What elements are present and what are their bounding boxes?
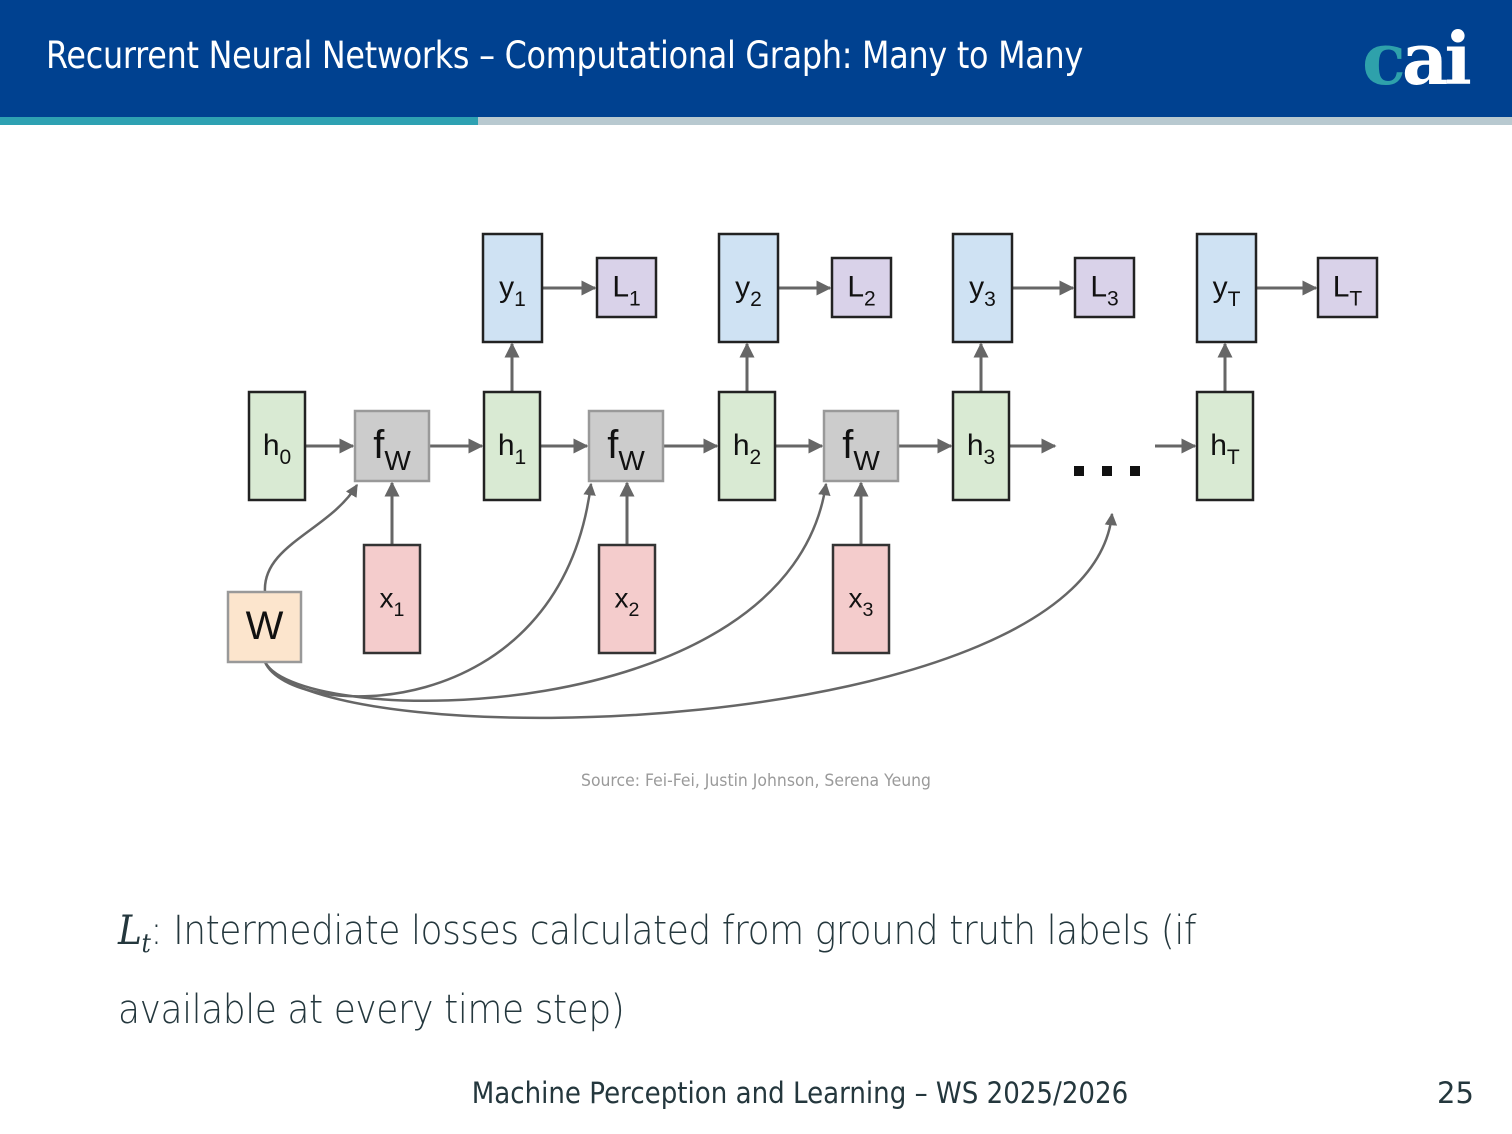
hidden-state-0: h0	[247, 390, 307, 502]
hidden-state-3-label: h3	[967, 429, 995, 469]
function-fw-3: fW	[822, 409, 900, 483]
cai-logo: cai	[1362, 16, 1472, 101]
graph-nodes: h0 h1 h2 h3 hT fW fW fW y1 y2 y3 yT L1 L2 L3 LT x1 x2 x3W	[226, 232, 1379, 664]
hidden-state-1-label: h1	[498, 429, 526, 469]
figure-source-caption: Source: Fei-Fei, Justin Johnson, Serena …	[581, 771, 931, 791]
w-to-ellipsis-curve	[263, 512, 1118, 720]
w-to-fw2-curve	[263, 482, 596, 698]
output-3-label: y3	[969, 271, 996, 311]
output-T: yT	[1195, 232, 1258, 344]
output-1-label: y1	[499, 271, 526, 311]
function-fw-1: fW	[353, 409, 431, 483]
output-3: y3	[951, 232, 1014, 344]
output-1: y1	[481, 232, 544, 344]
body-text: : Intermediate losses calculated from gr…	[118, 908, 1197, 1033]
header-accent-stripe	[0, 117, 478, 125]
graph-edges	[263, 280, 1318, 720]
ellipsis-dots	[1074, 466, 1140, 476]
loss-3-label: L3	[1090, 271, 1118, 311]
hidden-state-2: h2	[717, 390, 777, 502]
slide-header: Recurrent Neural Networks – Computationa…	[0, 0, 1512, 117]
footer-course-title: Machine Perception and Learning – WS 202…	[471, 1076, 1129, 1110]
input-3: x3	[831, 543, 891, 655]
weight-W: W	[226, 590, 303, 664]
input-1-label: x1	[380, 582, 405, 620]
hidden-state-2-label: h2	[733, 429, 761, 469]
output-2-label: y2	[735, 271, 762, 311]
loss-T: LT	[1316, 256, 1379, 319]
loss-2-label: L2	[847, 271, 875, 311]
function-fw-1-label: fW	[373, 423, 411, 476]
hidden-state-3: h3	[951, 390, 1011, 502]
loss-3: L3	[1073, 256, 1136, 319]
w-to-fw1-curve	[263, 483, 359, 593]
slide-title: Recurrent Neural Networks – Computationa…	[46, 34, 1084, 77]
function-fw-2: fW	[587, 409, 665, 483]
hidden-state-0-label: h0	[263, 429, 291, 469]
output-2: y2	[717, 232, 780, 344]
loss-T-label: LT	[1333, 271, 1363, 311]
loss-1-label: L1	[612, 271, 640, 311]
function-fw-2-label: fW	[607, 423, 645, 476]
input-3-label: x3	[849, 582, 874, 620]
loss-symbol: Lt	[118, 908, 151, 959]
hidden-state-T: hT	[1195, 390, 1255, 502]
body-paragraph: Lt: Intermediate losses calculated from …	[118, 898, 1288, 1043]
w-to-fw3-curve	[263, 482, 831, 703]
function-fw-3-label: fW	[842, 423, 880, 476]
loss-2: L2	[830, 256, 893, 319]
hidden-state-T-label: hT	[1210, 429, 1240, 469]
input-2-label: x2	[615, 582, 640, 620]
header-gray-stripe	[478, 117, 1512, 125]
input-1: x1	[362, 543, 422, 655]
hidden-state-1: h1	[482, 390, 542, 502]
output-T-label: yT	[1213, 271, 1241, 311]
page-number: 25	[1437, 1076, 1474, 1110]
weight-W-label: W	[246, 604, 284, 648]
rnn-computational-graph: h0 h1 h2 h3 hT fW fW fW y1 y2 y3 yT L1 L2 L3 LT x1 x2 x3W	[226, 232, 1379, 720]
loss-1: L1	[595, 256, 658, 319]
input-2: x2	[597, 543, 657, 655]
